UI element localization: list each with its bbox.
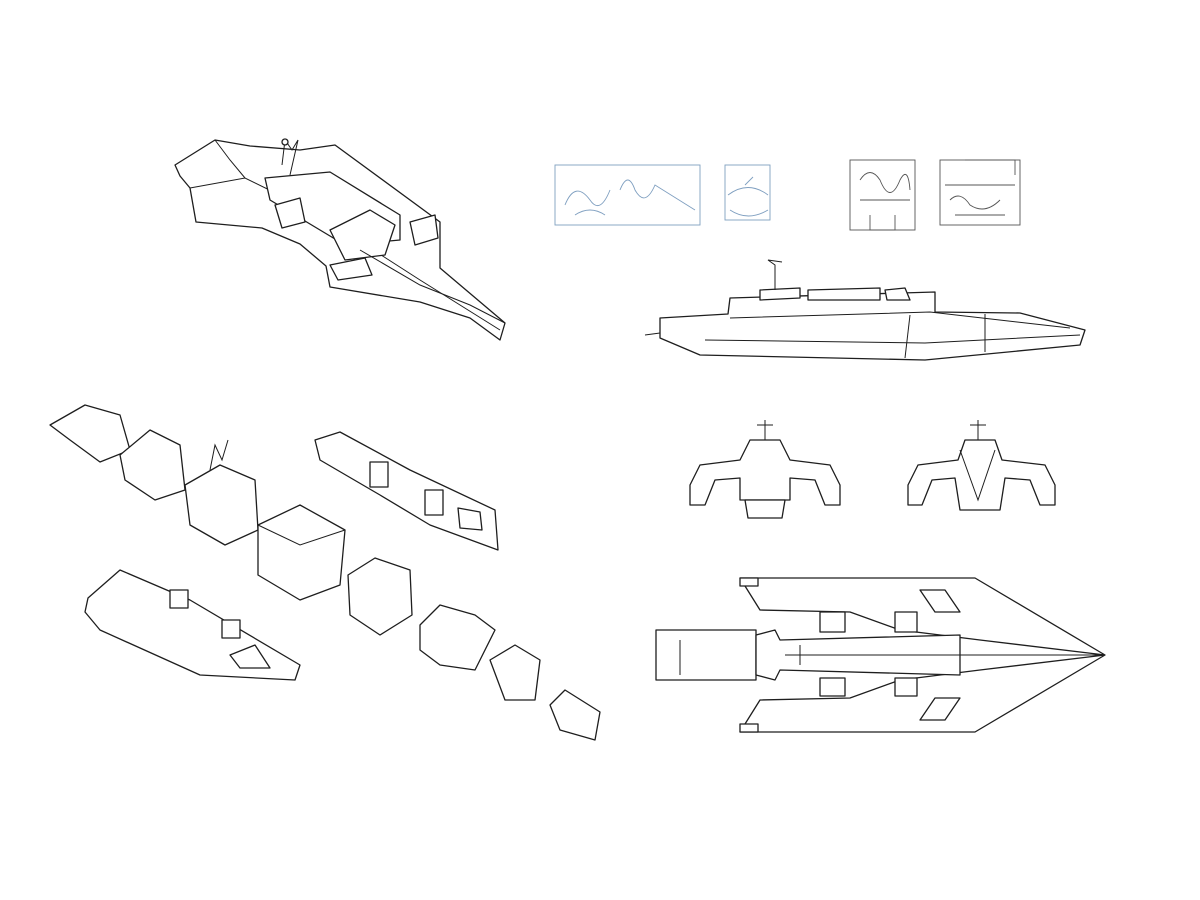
top-plan-view: [655, 577, 1106, 733]
side-elevation-view: [644, 259, 1086, 361]
front-view-right: [907, 420, 1056, 511]
front-view-left: [689, 420, 841, 519]
blueprint-thumbnails: [554, 159, 1021, 231]
exploded-components-view: [49, 404, 601, 741]
isometric-assembled-view: [174, 138, 506, 341]
